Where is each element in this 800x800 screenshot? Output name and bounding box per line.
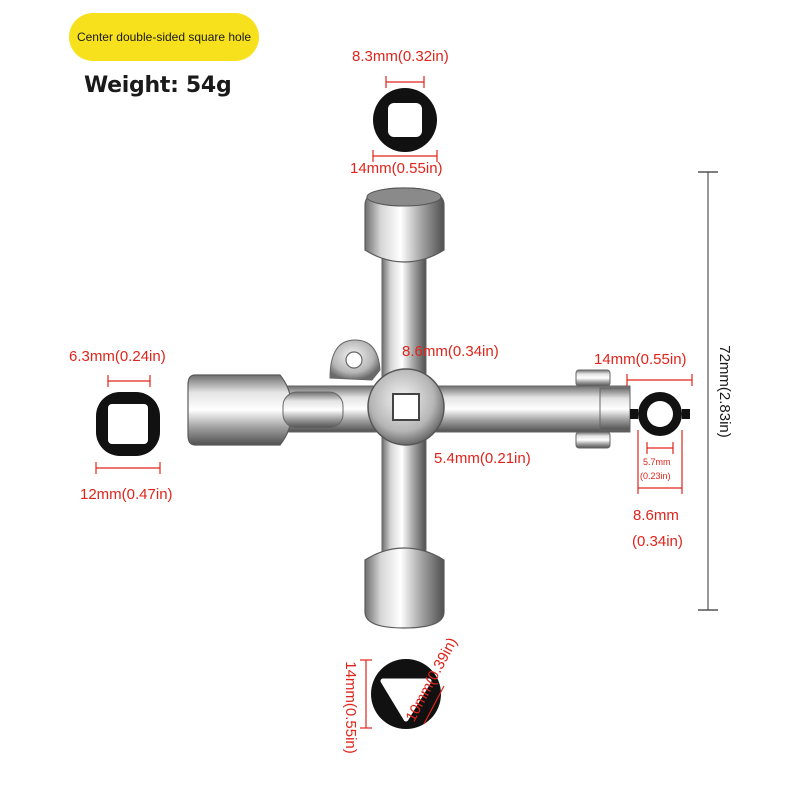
badge-label: Center double-sided square hole bbox=[69, 13, 259, 61]
hanging-ring bbox=[329, 339, 381, 381]
pin-hole-icon bbox=[630, 392, 690, 436]
right-outer-dimension: 14mm(0.55in) bbox=[594, 351, 687, 368]
rounded-square-hole-icon bbox=[96, 392, 160, 456]
weight-label: Weight: 54g bbox=[84, 73, 232, 98]
top-outer-dimension: 14mm(0.55in) bbox=[350, 160, 443, 177]
right-pin-dimension-mm: 8.6mm bbox=[633, 507, 679, 524]
right-inner-dimension-in: (0.23in) bbox=[640, 471, 671, 481]
dimension-lines bbox=[95, 76, 718, 729]
center-inner-dimension: 5.4mm(0.21in) bbox=[434, 450, 531, 467]
center-hub bbox=[367, 368, 445, 446]
bottom-outer-dimension: 14mm(0.55in) bbox=[341, 661, 359, 754]
triangle-hole-icon bbox=[371, 659, 441, 729]
top-inner-dimension: 8.3mm(0.32in) bbox=[352, 48, 449, 65]
overall-height-dimension: 72mm(2.83in) bbox=[715, 345, 733, 438]
left-outer-dimension: 12mm(0.47in) bbox=[80, 486, 173, 503]
square-hole-icon bbox=[373, 88, 437, 152]
left-inner-dimension: 6.3mm(0.24in) bbox=[69, 348, 166, 365]
center-outer-dimension: 8.6mm(0.34in) bbox=[402, 343, 499, 360]
right-pin-dimension-in: (0.34in) bbox=[632, 533, 683, 550]
right-inner-dimension-mm: 5.7mm bbox=[643, 457, 671, 467]
